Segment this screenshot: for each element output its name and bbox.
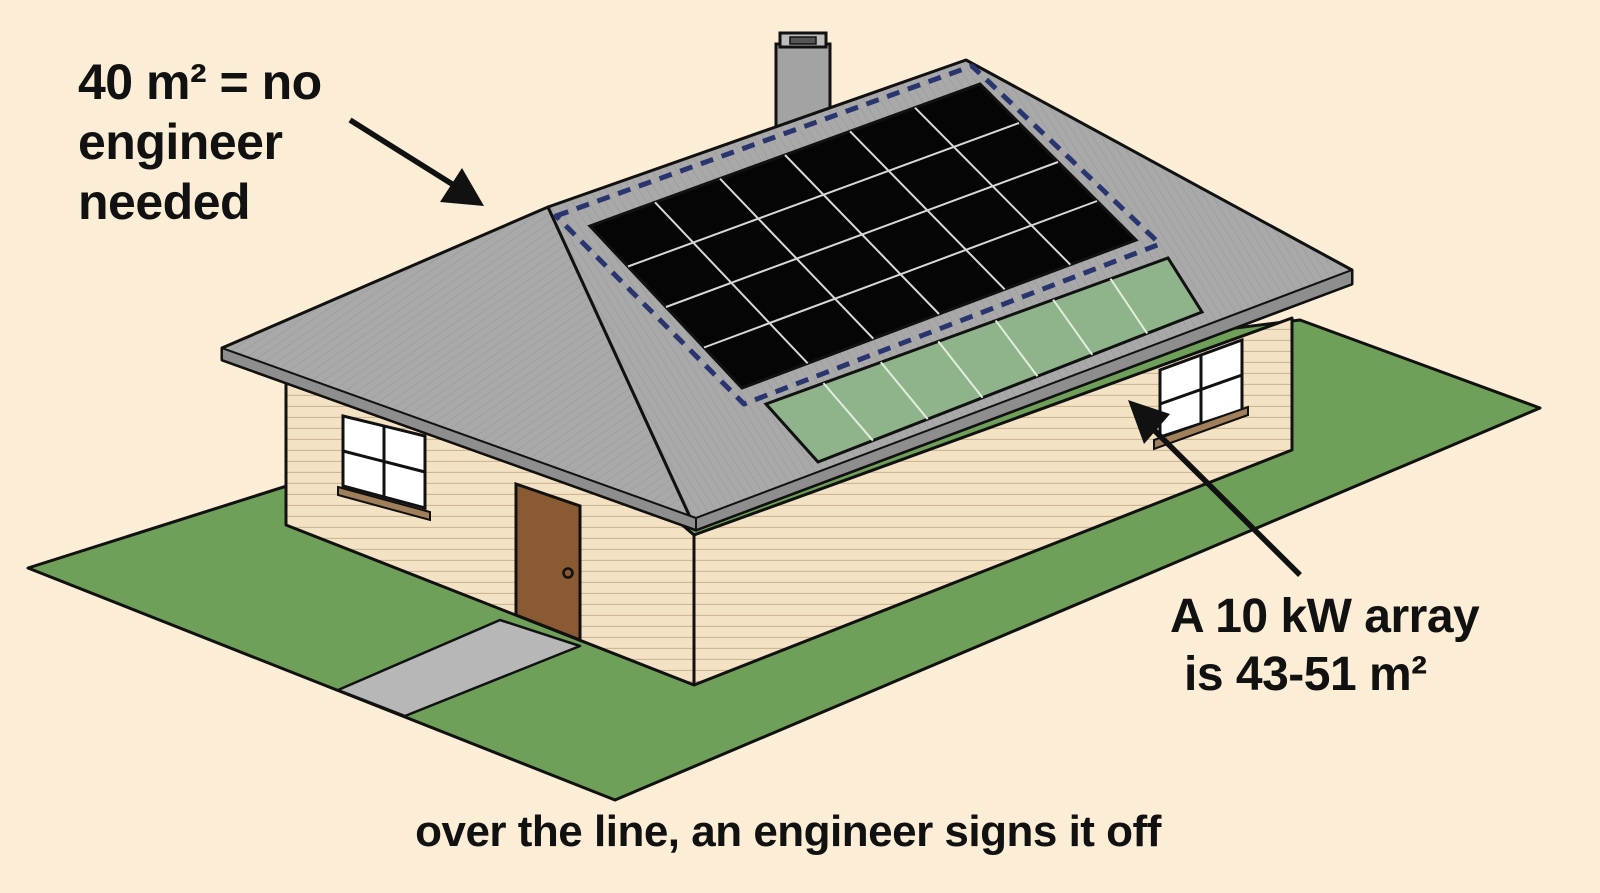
threshold-line-2: engineer — [78, 114, 283, 170]
threshold-line-3: needed — [78, 174, 251, 230]
front-door — [514, 481, 582, 643]
solar-panel-divider — [665, 161, 1059, 308]
left-window — [337, 414, 431, 522]
arrow-pointing-to-extra-panels-icon — [1128, 400, 1302, 577]
solar-array-40m2 — [587, 82, 1139, 390]
threshold-annotation: 40 m² = no engineer needed — [78, 52, 378, 232]
extra-panel-divider — [1109, 278, 1148, 334]
solar-panel-divider — [703, 200, 1098, 349]
door-knob — [562, 567, 574, 579]
footer-caption-text: over the line, an engineer signs it off — [415, 807, 1161, 856]
array-size-line-2: is 43-51 m² — [1184, 648, 1427, 701]
footer-caption: over the line, an engineer signs it off — [0, 806, 1600, 858]
extra-panel-divider — [1052, 299, 1094, 356]
arrow-pointing-to-roof-boundary-icon — [348, 117, 484, 206]
threshold-line-1: 40 m² = no — [78, 54, 322, 110]
limit-boundary-dashed — [553, 63, 1163, 407]
array-size-line-1: A 10 kW array — [1170, 590, 1480, 643]
extra-panels-over-limit — [763, 256, 1205, 464]
array-size-annotation: A 10 kW array is 43-51 m² — [1170, 588, 1570, 704]
extra-panel-frame — [763, 256, 1205, 464]
solar-panel-divider — [627, 122, 1020, 268]
extra-panel-divider — [937, 340, 984, 399]
extra-panel-divider — [994, 319, 1039, 377]
walkway — [336, 618, 582, 718]
extra-panel-divider — [880, 361, 929, 420]
extra-panel-divider — [822, 382, 874, 442]
